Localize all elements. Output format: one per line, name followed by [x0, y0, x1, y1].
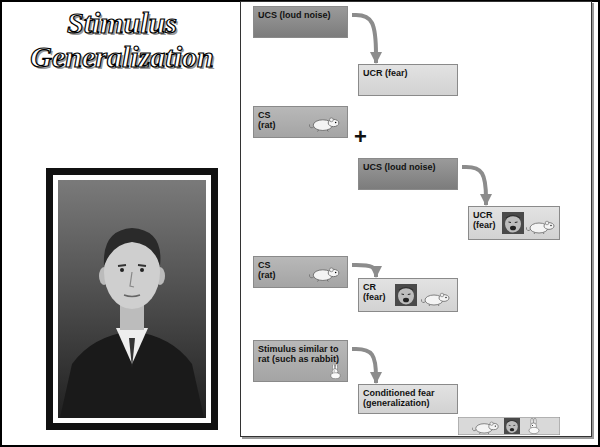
ucs-box: UCS (loud noise): [253, 6, 348, 38]
plus-sign: +: [354, 126, 367, 148]
bent-arrow: [352, 265, 376, 277]
box-label: Conditioned fear (generalization): [363, 388, 453, 408]
box-label: UCR (fear): [363, 68, 453, 78]
cs-box: CS (rat): [253, 256, 348, 288]
ucr-box: UCR (fear): [358, 64, 458, 96]
bent-arrow: [462, 167, 486, 205]
rat-picture: [309, 264, 341, 282]
box-label: UCR (fear): [473, 210, 505, 230]
bent-arrow: [352, 349, 376, 383]
box-label: CR (fear): [363, 282, 395, 302]
response-box: Conditioned fear (generalization): [358, 384, 458, 414]
rabbit-picture: [328, 364, 343, 379]
generalization-pictures: [458, 417, 560, 435]
stimulus-box: Stimulus similar to rat (such as rabbit): [253, 340, 348, 382]
box-label: Stimulus similar to rat (such as rabbit): [258, 344, 343, 364]
fear-picture: [502, 212, 556, 236]
bent-arrow: [352, 15, 376, 63]
box-label: CS (rat): [258, 260, 288, 280]
cr-box: CR (fear): [358, 278, 458, 312]
portrait-photo: [46, 168, 218, 430]
box-label: UCS (loud noise): [363, 162, 453, 172]
box-label: CS (rat): [258, 110, 288, 130]
ucs-box: UCS (loud noise): [358, 158, 458, 190]
box-label: UCS (loud noise): [258, 10, 343, 20]
fear-picture: [395, 284, 453, 308]
ucr-box: UCR (fear): [468, 206, 560, 240]
slide-title: Stimulus Generalization: [8, 6, 236, 74]
cs-box: CS (rat): [253, 106, 348, 138]
rat-picture: [309, 114, 341, 132]
